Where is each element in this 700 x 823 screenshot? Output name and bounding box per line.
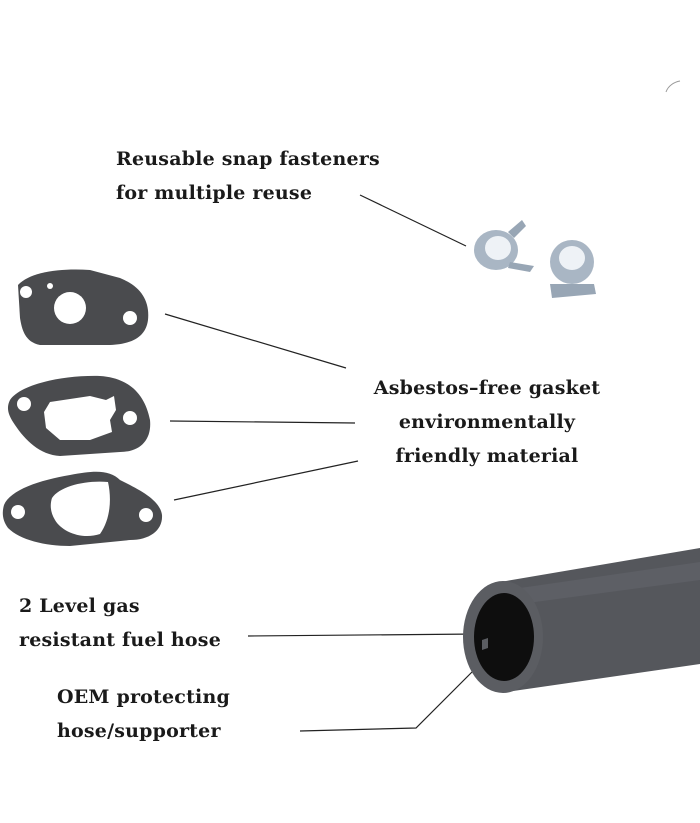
callout-gasket: Asbestos–free gasket environmentally fri…: [358, 371, 616, 473]
callout-hose: 2 Level gas resistant fuel hose: [19, 589, 221, 657]
callout-supporter-line2: hose/supporter: [57, 720, 221, 742]
leader-line-gasket-1: [164, 313, 347, 369]
leader-line-supporter: [299, 663, 481, 732]
callout-fasteners-line2: for multiple reuse: [116, 182, 313, 204]
leader-line-gasket-3: [173, 460, 359, 501]
gasket-top: [18, 269, 149, 345]
fuel-hose: [463, 548, 700, 693]
callout-supporter-line1: OEM protecting: [57, 686, 230, 708]
callout-hose-line1: 2 Level gas: [19, 595, 140, 617]
snap-fastener-right: [550, 240, 596, 298]
callout-gasket-line3: friendly material: [395, 445, 579, 467]
callout-fasteners: Reusable snap fasteners for multiple reu…: [116, 142, 380, 210]
callout-fasteners-line1: Reusable snap fasteners: [116, 148, 380, 170]
callout-hose-line2: resistant fuel hose: [19, 629, 221, 651]
callout-supporter: OEM protecting hose/supporter: [57, 680, 230, 748]
leader-line-fasteners: [359, 194, 467, 247]
callout-gasket-line2: environmentally: [398, 411, 576, 433]
decorative-mark: [665, 80, 681, 93]
callout-gasket-line1: Asbestos–free gasket: [373, 377, 601, 399]
gasket-bottom: [2, 471, 163, 546]
gasket-middle: [7, 375, 151, 456]
leader-line-hose: [247, 633, 479, 637]
leader-line-gasket-2: [169, 420, 356, 424]
snap-fastener-left: [474, 220, 534, 272]
